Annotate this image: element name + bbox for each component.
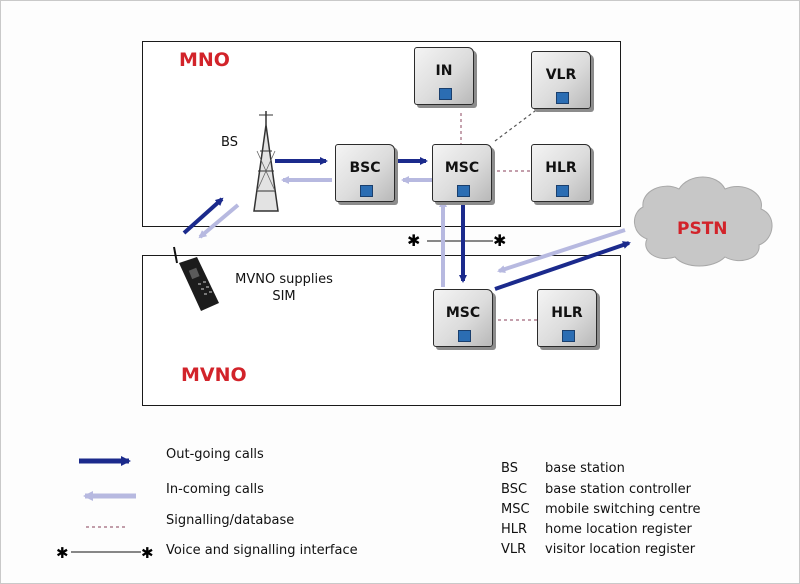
legend-symbols: ✱ ✱ [56, 456, 154, 562]
svg-text:✱: ✱ [493, 231, 506, 250]
incoming-call-path [198, 176, 626, 287]
bsc-node: BSC [335, 144, 395, 202]
abbr-code: MSC [501, 502, 530, 517]
svg-text:✱: ✱ [56, 544, 69, 562]
abbr-meaning: visitor location register [545, 542, 696, 557]
abbr-code: VLR [501, 542, 527, 557]
svg-text:✱: ✱ [407, 231, 420, 250]
legend-outgoing: Out-going calls [166, 447, 264, 462]
msc-mvno-node: MSC [433, 289, 493, 347]
legend-incoming: In-coming calls [166, 482, 264, 497]
abbr-meaning: mobile switching centre [545, 502, 701, 517]
pstn-cloud [634, 176, 773, 267]
in-port-icon [439, 88, 452, 100]
in-node-label: IN [435, 63, 453, 79]
hlr-mno-node-label: HLR [545, 160, 577, 176]
abbr-code: BSC [501, 482, 528, 497]
msc-mno-node: MSC [432, 144, 492, 202]
hlr-mno-port-icon [556, 185, 569, 197]
abbr-row-hlr: HLR home location register [501, 522, 741, 537]
msc-mno-node-label: MSC [444, 160, 480, 176]
abbr-meaning: home location register [545, 522, 692, 537]
vlr-port-icon [556, 92, 569, 104]
abbr-meaning: base station controller [545, 482, 692, 497]
vlr-node: VLR [531, 51, 591, 109]
bsc-port-icon [360, 185, 373, 197]
hlr-mvno-port-icon [562, 330, 575, 342]
abbr-row-msc: MSC mobile switching centre [501, 502, 741, 517]
msc-mvno-node-label: MSC [445, 305, 481, 321]
mno-label: MNO [179, 49, 230, 71]
bs-label: BS [221, 135, 238, 150]
in-node: IN [414, 47, 474, 105]
legend-signalling: Signalling/database [166, 513, 295, 528]
abbr-row-bs: BS base station [501, 461, 741, 476]
bsc-node-label: BSC [349, 160, 381, 176]
bs-tower-icon [253, 111, 279, 212]
outgoing-call-path [182, 157, 631, 291]
msc-mno-port-icon [457, 185, 470, 197]
abbr-meaning: base station [545, 461, 625, 476]
abbr-code: BS [501, 461, 518, 476]
voice-interface-link: ✱ ✱ [407, 231, 506, 250]
hlr-mvno-node: HLR [537, 289, 597, 347]
hlr-mno-node: HLR [531, 144, 591, 202]
abbr-row-bsc: BSC base station controller [501, 482, 741, 497]
svg-text:✱: ✱ [141, 544, 154, 562]
mobile-phone-icon [173, 246, 219, 311]
signalling-links [460, 110, 537, 321]
pstn-label: PSTN [677, 219, 728, 239]
mvno-label: MVNO [181, 364, 247, 386]
abbr-row-vlr: VLR visitor location register [501, 542, 741, 557]
vlr-node-label: VLR [545, 67, 577, 83]
hlr-mvno-node-label: HLR [551, 305, 583, 321]
legend-voice-interface: Voice and signalling interface [166, 543, 358, 558]
abbr-code: HLR [501, 522, 528, 537]
msc-mvno-port-icon [458, 330, 471, 342]
